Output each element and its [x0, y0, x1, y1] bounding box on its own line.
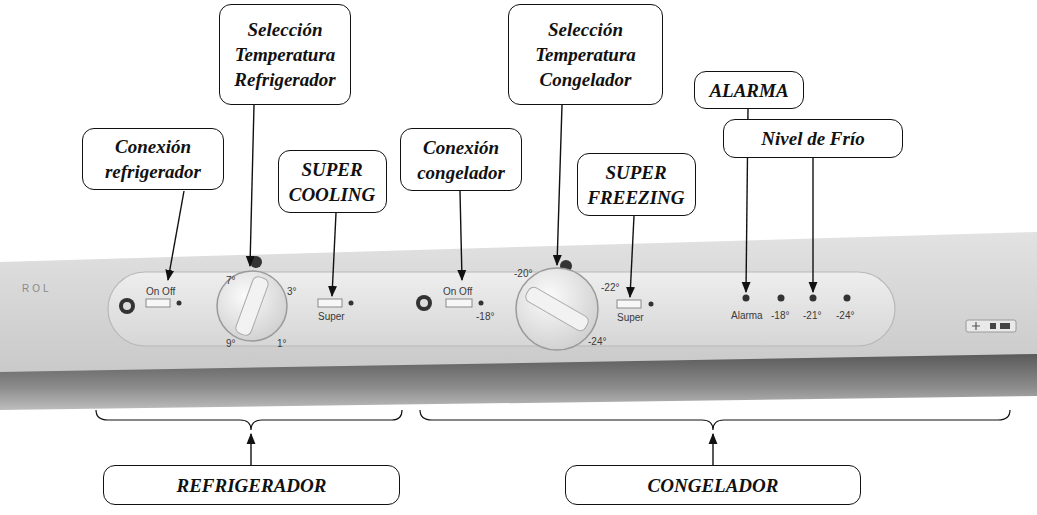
panel-marking: 1° — [277, 338, 287, 350]
callout-box: Selección Temperatura Congelador — [508, 4, 663, 105]
leader-line — [332, 213, 336, 296]
fridge-dial — [217, 271, 287, 341]
callout-box: SUPER FREEZING — [577, 153, 696, 216]
plus-symbol — [972, 322, 980, 330]
leader-line — [812, 158, 813, 292]
brand-text: ROL — [22, 283, 52, 295]
panel-body — [0, 232, 1037, 374]
panel-marking: -20° — [514, 268, 532, 280]
level-led — [844, 295, 851, 302]
callout-text: CONGELADOR — [572, 473, 854, 498]
panel-marking: Alarma — [731, 310, 763, 322]
switch — [446, 299, 472, 307]
indicator-led — [479, 301, 484, 306]
callout-text: SUPER FREEZING — [584, 160, 689, 210]
leader-line — [168, 191, 184, 280]
callout-box: CONGELADOR — [565, 465, 861, 505]
fridge-icon-core — [123, 302, 131, 310]
panel-marking: Super — [318, 311, 345, 323]
panel-marking: On Off — [443, 286, 472, 298]
level-led — [810, 295, 817, 302]
switch — [318, 299, 342, 307]
group-bracket — [96, 410, 402, 430]
callout-box: SUPER COOLING — [278, 150, 387, 213]
alarm-led — [743, 295, 750, 302]
leader-line — [250, 105, 254, 266]
group-bracket — [420, 410, 1010, 430]
side-badge — [966, 320, 1016, 332]
callout-text: Selección Temperatura Refrigerador — [226, 17, 344, 92]
callout-text: Conexión refrigerador — [89, 134, 217, 184]
freezer-icon — [416, 295, 432, 311]
panel-marking: 9° — [226, 338, 236, 350]
callout-text: SUPER COOLING — [285, 157, 380, 207]
callout-box: ALARMA — [694, 71, 804, 109]
callout-text: ALARMA — [701, 78, 797, 103]
indicator-led — [649, 302, 654, 307]
switch — [617, 300, 641, 308]
panel-marking: -24° — [836, 310, 854, 322]
badge-mark — [1000, 323, 1010, 329]
callout-box: Conexión congelador — [400, 128, 522, 191]
leader-line — [712, 434, 713, 465]
indicator-led — [177, 301, 182, 306]
dial-icon — [250, 256, 262, 268]
leader-line — [460, 191, 462, 280]
panel-shadow — [0, 354, 1037, 410]
level-led — [778, 295, 785, 302]
callout-box: Nivel de Frío — [723, 119, 903, 158]
panel-marking: -22° — [601, 282, 619, 294]
freezer-icon-core — [420, 299, 428, 307]
panel-marking: Super — [617, 312, 644, 324]
fridge-icon — [119, 298, 135, 314]
panel-marking: 3° — [287, 286, 297, 298]
panel-marking: -24° — [588, 336, 606, 348]
panel-marking: -21° — [803, 310, 821, 322]
dial-grip — [524, 285, 591, 333]
panel-marking: On Off — [146, 286, 175, 298]
callout-text: Nivel de Frío — [730, 126, 896, 151]
callout-text: Selección Temperatura Congelador — [515, 17, 656, 92]
freezer-dial — [516, 268, 598, 350]
indicator-led — [349, 301, 354, 306]
panel-marking: -18° — [771, 310, 789, 322]
control-strip — [108, 272, 895, 346]
callout-box: Conexión refrigerador — [82, 128, 224, 190]
badge-mark — [990, 323, 996, 329]
switch — [146, 299, 170, 307]
leader-line — [630, 216, 634, 297]
callout-box: REFRIGERADOR — [103, 465, 400, 505]
leader-line — [557, 105, 562, 265]
callout-text: REFRIGERADOR — [110, 473, 393, 498]
callout-box: Selección Temperatura Refrigerador — [219, 4, 351, 105]
callout-text: Conexión congelador — [407, 135, 515, 185]
dial-grip — [234, 275, 270, 337]
panel-marking: -18° — [476, 311, 494, 323]
leader-line — [250, 434, 251, 465]
panel-marking: 7° — [226, 275, 236, 287]
